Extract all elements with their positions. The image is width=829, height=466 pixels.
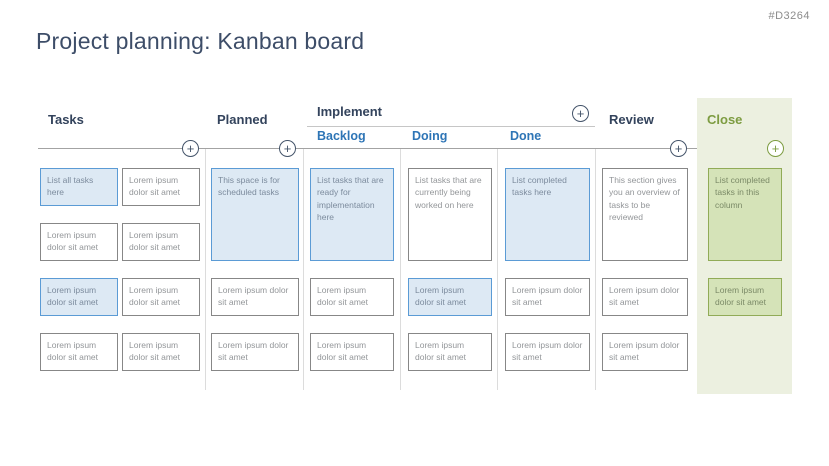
done-stack: List completed tasks here Lorem ipsum do… [505, 168, 590, 371]
tasks-stack-right: Lorem ipsum dolor sit amet Lorem ipsum d… [122, 168, 200, 371]
implement-underline [307, 126, 595, 127]
kanban-card[interactable]: This section gives you an overview of ta… [602, 168, 688, 261]
column-divider [497, 149, 498, 390]
kanban-card[interactable]: List tasks that are ready for implementa… [310, 168, 394, 261]
kanban-card[interactable]: Lorem ipsum dolor sit amet [505, 333, 590, 371]
add-card-button-implement[interactable]: + [572, 105, 589, 122]
plus-icon: + [283, 140, 292, 156]
kanban-card[interactable]: Lorem ipsum dolor sit amet [602, 333, 688, 371]
header-divider-line [38, 148, 792, 149]
column-divider [595, 149, 596, 390]
subcolumn-backlog-label: Backlog [317, 129, 366, 143]
backlog-stack: List tasks that are ready for implementa… [310, 168, 394, 371]
kanban-board: Tasks + List all tasks here Lorem ipsum … [38, 96, 792, 396]
column-review-label: Review [609, 112, 654, 127]
kanban-card[interactable]: Lorem ipsum dolor sit amet [310, 278, 394, 316]
column-planned-label: Planned [217, 112, 268, 127]
column-review: Review + This section gives you an overv… [599, 96, 695, 396]
kanban-card[interactable]: Lorem ipsum dolor sit amet [122, 223, 200, 261]
page-title: Project planning: Kanban board [36, 28, 365, 54]
kanban-card[interactable]: List completed tasks in this column [708, 168, 782, 261]
plus-icon: + [576, 105, 585, 121]
kanban-card[interactable]: Lorem ipsum dolor sit amet [310, 333, 394, 371]
column-tasks: Tasks + List all tasks here Lorem ipsum … [38, 96, 203, 396]
kanban-card[interactable]: This space is for scheduled tasks [211, 168, 299, 261]
column-implement-label: Implement [317, 104, 383, 119]
planned-stack: This space is for scheduled tasks Lorem … [211, 168, 299, 371]
kanban-card[interactable]: Lorem ipsum dolor sit amet [408, 278, 492, 316]
column-divider [303, 149, 304, 390]
review-stack: This section gives you an overview of ta… [602, 168, 688, 371]
subcolumn-done-label: Done [510, 129, 542, 143]
kanban-card[interactable]: Lorem ipsum dolor sit amet [40, 278, 118, 316]
tasks-stack-left: List all tasks here Lorem ipsum dolor si… [40, 168, 118, 371]
add-card-button-planned[interactable]: + [279, 140, 296, 157]
column-planned: Planned + This space is for scheduled ta… [207, 96, 303, 396]
column-divider [400, 149, 401, 390]
plus-icon: + [186, 140, 195, 156]
kanban-card[interactable]: Lorem ipsum dolor sit amet [602, 278, 688, 316]
plus-icon: + [674, 140, 683, 156]
kanban-card[interactable]: Lorem ipsum dolor sit amet [122, 278, 200, 316]
add-card-button-tasks[interactable]: + [182, 140, 199, 157]
kanban-card[interactable]: Lorem ipsum dolor sit amet [40, 223, 118, 261]
add-card-button-close[interactable]: + [767, 140, 784, 157]
kanban-card[interactable]: Lorem ipsum dolor sit amet [211, 333, 299, 371]
column-tasks-label: Tasks [48, 112, 84, 127]
kanban-card[interactable]: Lorem ipsum dolor sit amet [122, 333, 200, 371]
kanban-card[interactable]: Lorem ipsum dolor sit amet [40, 333, 118, 371]
kanban-card[interactable]: Lorem ipsum dolor sit amet [708, 278, 782, 316]
kanban-card[interactable]: List all tasks here [40, 168, 118, 206]
column-divider [205, 149, 206, 390]
kanban-card[interactable]: List tasks that are currently being work… [408, 168, 492, 261]
kanban-card[interactable]: Lorem ipsum dolor sit amet [505, 278, 590, 316]
doing-stack: List tasks that are currently being work… [408, 168, 492, 371]
column-close: Close + List completed tasks in this col… [697, 98, 792, 394]
close-stack: List completed tasks in this column Lore… [708, 168, 782, 316]
doc-id: #D3264 [768, 10, 810, 22]
column-implement: Implement + Backlog Doing Done List task… [307, 96, 595, 396]
kanban-card[interactable]: Lorem ipsum dolor sit amet [122, 168, 200, 206]
plus-icon: + [771, 140, 780, 156]
kanban-card[interactable]: Lorem ipsum dolor sit amet [408, 333, 492, 371]
kanban-card[interactable]: List completed tasks here [505, 168, 590, 261]
column-close-label: Close [707, 112, 743, 127]
kanban-card[interactable]: Lorem ipsum dolor sit amet [211, 278, 299, 316]
add-card-button-review[interactable]: + [670, 140, 687, 157]
subcolumn-doing-label: Doing [412, 129, 448, 143]
